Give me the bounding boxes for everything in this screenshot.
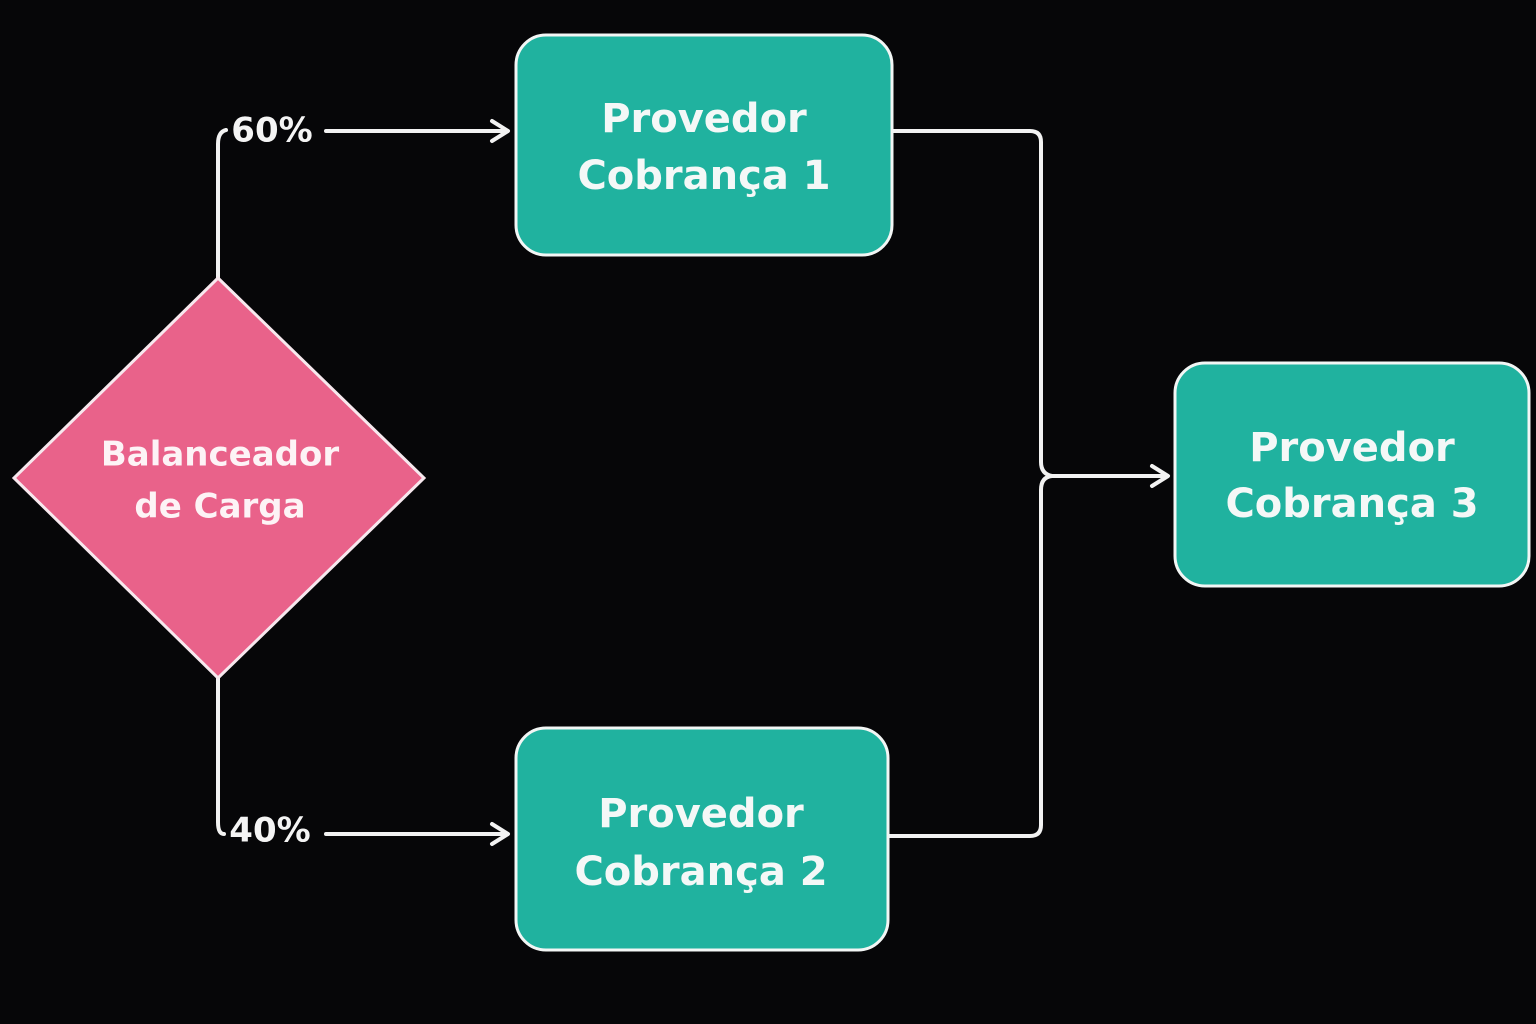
provider1-node[interactable]: Provedor Cobrança 1 bbox=[514, 33, 894, 257]
provider2-label-line2: Cobrança 2 bbox=[574, 849, 827, 895]
provider2-label-line1: Provedor bbox=[598, 791, 804, 837]
provider3-label-line1: Provedor bbox=[1249, 425, 1455, 471]
load-balancer-diamond bbox=[11, 275, 427, 681]
provider1-label-line2: Cobrança 1 bbox=[577, 153, 830, 199]
provider2-box bbox=[514, 726, 890, 952]
arrowhead-provider3 bbox=[1150, 464, 1170, 488]
load-balancer-label-line2: de Carga bbox=[134, 487, 305, 527]
edge-label-60: 60% bbox=[231, 111, 312, 151]
provider1-box bbox=[514, 33, 894, 257]
connector-provider1-to-merge bbox=[891, 129, 1054, 478]
arrowhead-provider1 bbox=[490, 119, 510, 143]
provider1-label-line1: Provedor bbox=[601, 96, 807, 142]
edge-label-40: 40% bbox=[229, 811, 310, 851]
connector-provider2-to-merge bbox=[887, 474, 1054, 838]
connector-balancer-to-60-label bbox=[216, 128, 228, 280]
provider2-node[interactable]: Provedor Cobrança 2 bbox=[514, 726, 890, 952]
arrowhead-provider2 bbox=[490, 822, 510, 846]
provider3-node[interactable]: Provedor Cobrança 3 bbox=[1173, 361, 1531, 588]
load-balancer-node[interactable]: Balanceador de Carga bbox=[11, 275, 427, 681]
load-balancer-label-line1: Balanceador bbox=[101, 435, 340, 475]
provider3-box bbox=[1173, 361, 1531, 588]
connector-balancer-to-40-label bbox=[216, 676, 226, 836]
provider3-label-line2: Cobrança 3 bbox=[1225, 481, 1478, 527]
